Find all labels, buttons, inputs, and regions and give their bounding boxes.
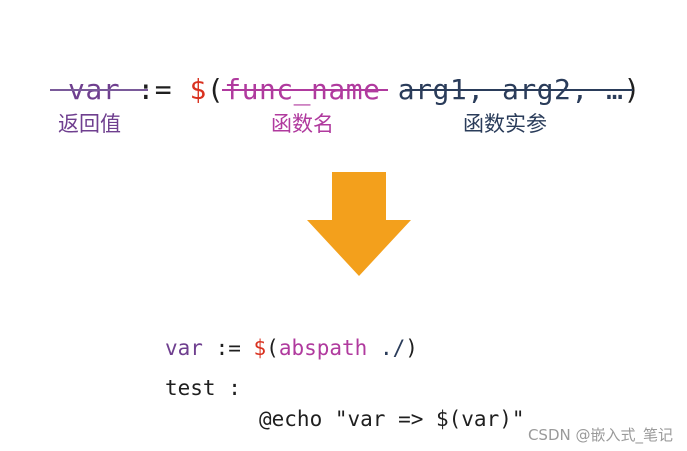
example-line-3: @echo "var => $(var)" bbox=[259, 407, 525, 431]
ex-close-paren: ) bbox=[405, 336, 418, 360]
underline-function-args bbox=[405, 89, 633, 91]
label-return-value: 返回值 bbox=[58, 112, 121, 136]
example-line-2: test : bbox=[165, 376, 241, 400]
label-function-name: 函数名 bbox=[271, 112, 334, 136]
down-arrow-icon bbox=[307, 172, 411, 276]
label-function-args: 函数实参 bbox=[463, 112, 547, 136]
sig-open-paren: ( bbox=[206, 73, 225, 106]
ex-args: ./ bbox=[367, 336, 406, 360]
ex-open-paren: ( bbox=[266, 336, 279, 360]
underline-function-name bbox=[222, 89, 388, 91]
watermark: CSDN @嵌入式_笔记 bbox=[527, 426, 673, 444]
example-line-1: var := $(abspath ./) bbox=[165, 312, 418, 360]
sig-dollar: $ bbox=[189, 73, 207, 106]
function-signature: var := $(func_name arg1, arg2, …) bbox=[68, 40, 641, 106]
underline-return-value bbox=[50, 89, 148, 91]
ex-func: abspath bbox=[278, 336, 368, 360]
ex-dollar: $ bbox=[253, 336, 267, 360]
ex-var: var bbox=[165, 336, 203, 360]
ex-assign: := bbox=[202, 336, 254, 360]
